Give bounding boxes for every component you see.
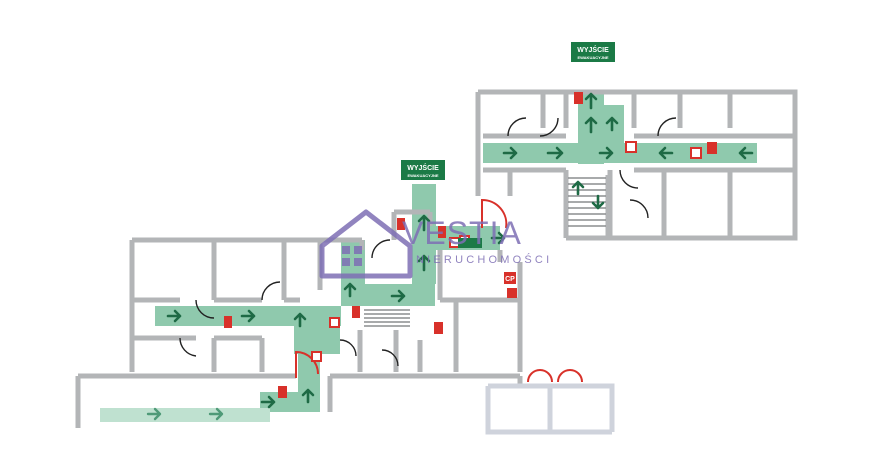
house-logo-icon xyxy=(319,209,413,279)
exit-sign-top: WYJŚCIE EWAKUACYJNE xyxy=(571,42,615,62)
exit-sign-icon xyxy=(571,42,615,62)
exit-sign-subtitle: EWAKUACYJNE xyxy=(407,173,438,178)
exit-sign-subtitle: EWAKUACYJNE xyxy=(577,55,608,60)
exit-door-swings xyxy=(295,198,583,383)
fire-point-marker: CP xyxy=(504,272,516,284)
watermark-tagline: NIERUCHOMOŚCI xyxy=(416,253,552,266)
exit-sign-title: WYJŚCIE xyxy=(407,163,439,172)
walls xyxy=(75,89,798,428)
direction-arrow-icon xyxy=(166,92,754,409)
annex-walls xyxy=(485,383,615,435)
stairs-icon xyxy=(364,177,606,327)
watermark: VESTIA NIERUCHOMOŚCI xyxy=(319,209,552,279)
exit-sign-middle: WYJŚCIE EWAKUACYJNE xyxy=(401,160,445,180)
hydrant-icon xyxy=(311,141,702,362)
first-aid-icon xyxy=(352,238,517,318)
exit-sign-icon xyxy=(401,160,445,180)
exit-sign-title: WYJŚCIE xyxy=(577,45,609,54)
door-swing-icon xyxy=(179,117,677,367)
corridor-arrows xyxy=(146,407,224,421)
fire-point-label: CP xyxy=(505,276,515,283)
watermark-name: VESTIA xyxy=(402,215,522,251)
house-window-icon xyxy=(342,246,362,266)
fire-extinguisher-icon xyxy=(224,92,717,398)
